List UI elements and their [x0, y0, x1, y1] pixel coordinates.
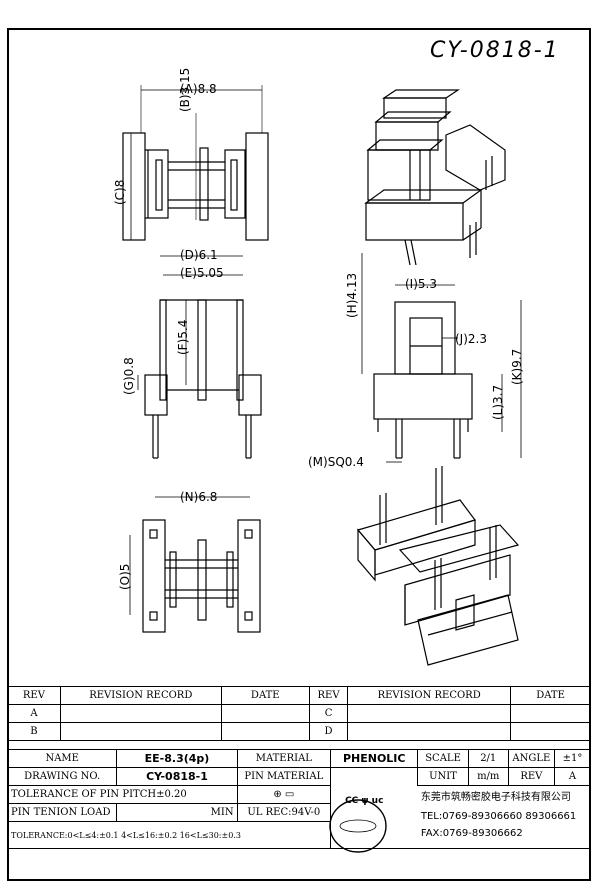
- tolerance-symbol: ⊕ ▭: [236, 785, 332, 804]
- logo-cell: CC ψ uc: [330, 767, 418, 849]
- record-header-right: REVISION RECORD: [347, 686, 512, 705]
- material-value: PHENOLIC: [330, 749, 419, 768]
- rev-right: C: [308, 704, 349, 723]
- dim-i: (I)5.3: [405, 277, 437, 291]
- dim-e: (E)5.05: [180, 266, 224, 280]
- top-view: [122, 85, 269, 241]
- dim-c: (C)8: [113, 179, 127, 205]
- bottom-view: [129, 496, 261, 633]
- dim-g: (G)0.8: [122, 357, 136, 395]
- dim-h: (H)4.13: [345, 272, 359, 318]
- dim-k: (K)9.7: [510, 348, 524, 385]
- dim-b: (B)3.15: [178, 67, 192, 112]
- name-value: EE-8.3(4p): [116, 749, 238, 768]
- side-view: [361, 253, 522, 463]
- dim-n: (N)6.8: [180, 490, 218, 504]
- record-right: [347, 704, 512, 723]
- pin-tension-value: MIN: [116, 803, 238, 822]
- angle-label: ANGLE: [507, 749, 555, 768]
- record-right: [347, 722, 512, 741]
- material-label: MATERIAL: [236, 749, 332, 768]
- scale-value: 2/1: [467, 749, 509, 768]
- date-left: [220, 722, 310, 741]
- record-left: [59, 722, 222, 741]
- dim-o: (O)5: [118, 563, 132, 590]
- revision-table: REV REVISION RECORD DATE REV REVISION RE…: [7, 686, 591, 741]
- drawing-frame: [7, 28, 591, 881]
- dim-d: (D)6.1: [180, 248, 218, 262]
- tolerance-pitch: TOLERANCE OF PIN PITCH±0.20: [7, 785, 238, 804]
- drawing-no-value: CY-0818-1: [116, 767, 238, 786]
- date-right: [510, 704, 591, 723]
- rev-value: A: [553, 767, 592, 786]
- isometric-view-top: [364, 89, 506, 266]
- title-block: NAME EE-8.3(4p) MATERIAL PHENOLIC SCALE …: [6, 749, 592, 849]
- ul-rec: UL REC:94V-0: [236, 803, 332, 822]
- pin-tension-label: PIN TENION LOAD: [6, 803, 118, 822]
- rev-left: B: [7, 722, 61, 741]
- revision-row: B D: [7, 722, 591, 741]
- company-name: 东莞市筑畅密胶电子科技有限公司: [420, 792, 571, 803]
- revision-row: A C: [7, 704, 591, 723]
- rev-header-right: REV: [308, 686, 349, 705]
- drawing-code: CY-0818-1: [430, 38, 560, 63]
- front-view: [137, 255, 262, 459]
- company-logo-text: CC ψ uc: [345, 796, 384, 806]
- date-header-right: DATE: [510, 686, 591, 705]
- rev-left: A: [7, 704, 61, 723]
- date-left: [220, 704, 310, 723]
- dim-l: (L)3.7: [491, 384, 505, 420]
- unit-value: m/m: [467, 767, 509, 786]
- company-info: 东莞市筑畅密胶电子科技有限公司 TEL:0769-89306660 893066…: [417, 785, 591, 849]
- record-left: [59, 704, 222, 723]
- date-header: DATE: [220, 686, 310, 705]
- pin-material-label: PIN MATERIAL: [236, 767, 332, 786]
- dim-j: (J)2.3: [455, 332, 487, 346]
- dim-a: (A)8.8: [180, 82, 217, 96]
- unit-label: UNIT: [417, 767, 469, 786]
- rev-right: D: [308, 722, 349, 741]
- revision-header-row: REV REVISION RECORD DATE REV REVISION RE…: [7, 686, 591, 705]
- rev-header: REV: [7, 686, 61, 705]
- company-fax: FAX:0769-89306662: [420, 828, 523, 839]
- isometric-view-bottom: [356, 466, 520, 666]
- record-header: REVISION RECORD: [59, 686, 222, 705]
- dim-m: (M)SQ0.4: [308, 455, 364, 469]
- tolerance-ranges: TOLERANCE:0<L≤4:±0.1 4<L≤16:±0.2 16<L≤30…: [6, 821, 332, 849]
- name-label: NAME: [6, 749, 118, 768]
- date-right: [510, 722, 591, 741]
- dim-f: (F)5.4: [176, 319, 190, 355]
- scale-label: SCALE: [417, 749, 469, 768]
- company-tel: TEL:0769-89306660 89306661: [420, 811, 577, 822]
- angle-value: ±1°: [553, 749, 592, 768]
- rev-label: REV: [507, 767, 555, 786]
- drawing-no-label: DRAWING NO.: [6, 767, 118, 786]
